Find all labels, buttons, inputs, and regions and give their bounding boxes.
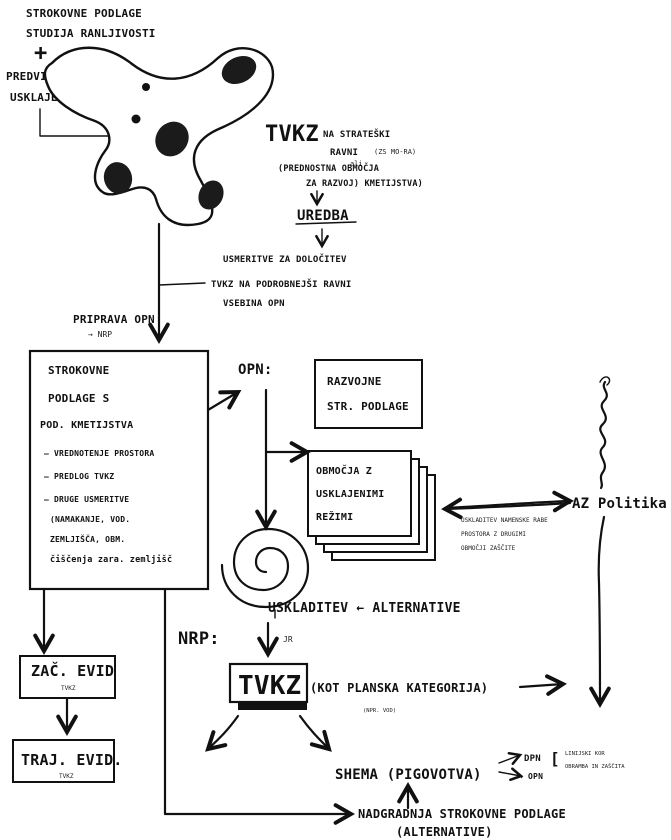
traj-evid-sublabel: TVKZ bbox=[59, 773, 74, 780]
nrp-label: NRP: bbox=[178, 629, 220, 649]
az-politika-label: AZ Politika bbox=[572, 496, 667, 512]
box-line-5: – PREDLOG TVKZ bbox=[44, 472, 114, 481]
box-line-8: ZEMLJIŠČA, OBM. bbox=[50, 533, 125, 544]
az-wavy-line bbox=[599, 380, 608, 490]
tvkz-note-line-2: RAVNI bbox=[330, 148, 358, 158]
small-note-line-1: USKLADITEV NAMENSKE RABE bbox=[461, 517, 548, 524]
uredba-underline bbox=[295, 221, 357, 225]
usmeritve-line-1: USMERITVE ZA DOLOČITEV bbox=[223, 253, 347, 265]
tvkz-main-label: TVKZ bbox=[265, 122, 319, 147]
box-line-9: čiščenja zara. zemljišč bbox=[50, 554, 172, 565]
main-box-to-nadgradnja-line bbox=[163, 587, 355, 825]
az-down-line bbox=[589, 515, 611, 708]
territory-dot-1 bbox=[142, 83, 150, 91]
tvkz-to-az-arrow bbox=[518, 674, 567, 696]
territory-spot-3 bbox=[103, 162, 133, 194]
small-note-line-3: OBMOČJI ZAŠČITE bbox=[461, 545, 516, 552]
dpn-label: DPN bbox=[524, 754, 541, 764]
nadgradnja-line-1: NADGRADNJA STROKOVNE PODLAGE bbox=[358, 807, 566, 821]
top-title-line-1: STROKOVNE PODLAGE bbox=[26, 7, 142, 20]
jr-label: JR bbox=[283, 635, 293, 644]
top-title-line-2: STUDIJA RANLJIVOSTI bbox=[26, 27, 156, 40]
usmeritve-connector bbox=[158, 282, 206, 286]
traj-evid-box bbox=[12, 739, 115, 783]
strokovne-podlage-box bbox=[28, 349, 210, 591]
opn-label: OPN: bbox=[238, 362, 273, 378]
obmocja-line-2: USKLAJENIMI bbox=[316, 489, 384, 500]
tvkz-note-line-4: ZA RAZVOJ) KMETIJSTVA) bbox=[306, 179, 423, 189]
uredba-label: UREDBA bbox=[297, 208, 349, 224]
plus-sign: + bbox=[34, 41, 47, 66]
zac-evid-sublabel: TVKZ bbox=[61, 685, 76, 692]
box-line-6: – DRUGE USMERITVE bbox=[44, 495, 129, 504]
tvkz-note-line-1: NA STRATEŠKI bbox=[323, 128, 390, 140]
tvkz-left-branch bbox=[205, 714, 240, 752]
dpn-bracket: [ bbox=[550, 749, 560, 768]
obmocja-sheet-front bbox=[307, 450, 412, 537]
box-line-4: – VREDNOTENJE PROSTORA bbox=[44, 449, 154, 458]
usmeritve-line-2: TVKZ NA PODROBNEJŠI RAVNI bbox=[211, 278, 351, 290]
box-line-2: PODLAGE S bbox=[48, 392, 109, 405]
zac-evid-box bbox=[19, 655, 116, 699]
tvkz-note-line-3: (PREDNOSTNA OBMOČJA bbox=[278, 162, 379, 174]
box-to-opn-arrow bbox=[206, 389, 242, 412]
nadgradnja-line-2: (ALTERNATIVE) bbox=[396, 825, 493, 839]
razvojne-podlage-box bbox=[314, 359, 423, 429]
az-to-obmocja-arrow bbox=[441, 497, 572, 520]
tvkz-box-label: TVKZ bbox=[238, 671, 301, 701]
tvkz-note-ali: ali bbox=[350, 160, 363, 168]
shema-label: SHEMA (PIGOVOTVA) bbox=[335, 767, 482, 783]
tvkz-box-shadow bbox=[238, 702, 307, 710]
az-wavy-top-curl bbox=[599, 376, 611, 386]
small-note-line-2: PROSTORA Z DRUGIMI bbox=[461, 531, 526, 538]
kot-planska-label: (KOT PLANSKA KATEGORIJA) bbox=[310, 681, 488, 695]
priprava-opn-line-2: → NRP bbox=[88, 330, 112, 339]
razvojne-line-1: RAZVOJNE bbox=[327, 375, 382, 388]
shema-to-opn-arrow bbox=[498, 767, 524, 782]
box-line-7: (NAMAKANJE, VOD. bbox=[50, 515, 130, 524]
usmeritve-line-3: VSEBINA OPN bbox=[223, 299, 285, 309]
small-under-label: (NPR. VOD) bbox=[363, 708, 396, 714]
uskladitev-label: USKLADITEV ← ALTERNATIVE bbox=[268, 601, 461, 616]
obmocja-to-az-arrow bbox=[443, 490, 574, 513]
box-line-1: STROKOVNE bbox=[48, 364, 109, 377]
territory-spot-4 bbox=[198, 180, 224, 210]
razvojne-line-2: STR. PODLAGE bbox=[327, 400, 409, 413]
dpn-note-line-2: OBRAMBA IN ZAŠČITA bbox=[565, 763, 625, 770]
tvkz-box bbox=[228, 662, 309, 704]
priprava-opn-line-1: PRIPRAVA OPN bbox=[73, 313, 155, 326]
shema-to-dpn-arrow bbox=[498, 751, 523, 765]
zac-evid-label: ZAČ. EVID bbox=[31, 661, 114, 680]
opn-bottom-label: → OPN bbox=[518, 772, 543, 781]
obmocja-line-1: OBMOČJA Z bbox=[316, 464, 372, 477]
tvkz-right-branch bbox=[298, 714, 332, 752]
traj-evid-label: TRAJ. EVID. bbox=[21, 751, 123, 769]
dpn-note-line-1: LINIJSKI KOR bbox=[565, 751, 605, 757]
territory-spot-1 bbox=[221, 55, 257, 85]
pred-note-connector bbox=[39, 108, 109, 137]
spiral-icon bbox=[220, 527, 310, 609]
tvkz-note-small: (ZS MO-RA) bbox=[374, 148, 416, 156]
territory-dot-2 bbox=[131, 114, 141, 124]
obmocja-line-3: REŽIMI bbox=[316, 510, 353, 523]
territory-spot-2 bbox=[155, 121, 189, 157]
box-line-3: POD. KMETIJSTVA bbox=[40, 420, 133, 431]
